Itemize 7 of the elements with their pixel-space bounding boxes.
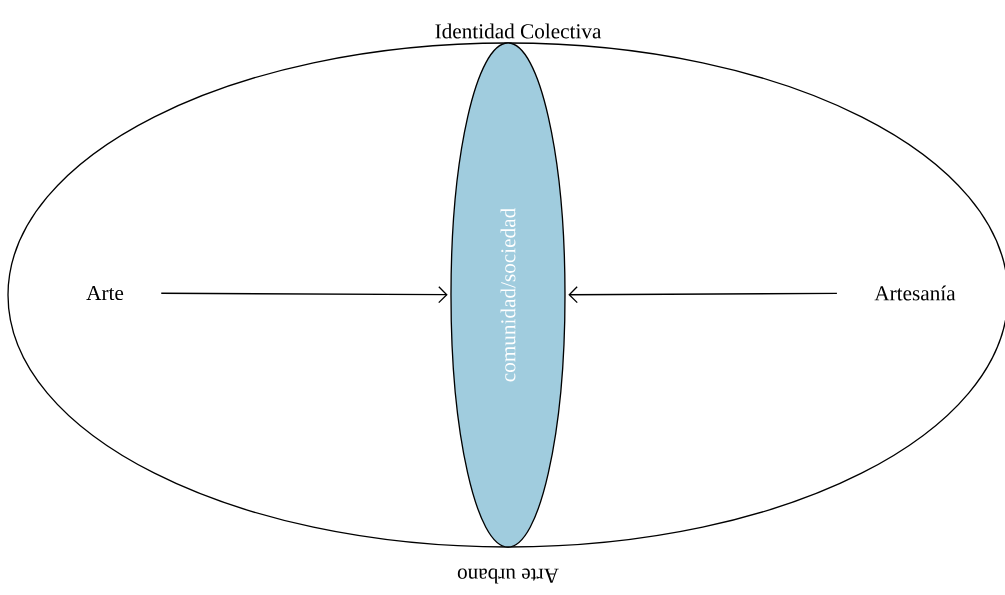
label: comunidad/sociedad bbox=[500, 208, 516, 382]
heading: Identidad Colectiva bbox=[435, 23, 602, 39]
label: Artesanía bbox=[874, 285, 956, 301]
label: Arte bbox=[86, 285, 124, 301]
heading: Arte urbano bbox=[457, 568, 559, 584]
arrow bbox=[568, 286, 838, 304]
arrow bbox=[160, 286, 448, 304]
